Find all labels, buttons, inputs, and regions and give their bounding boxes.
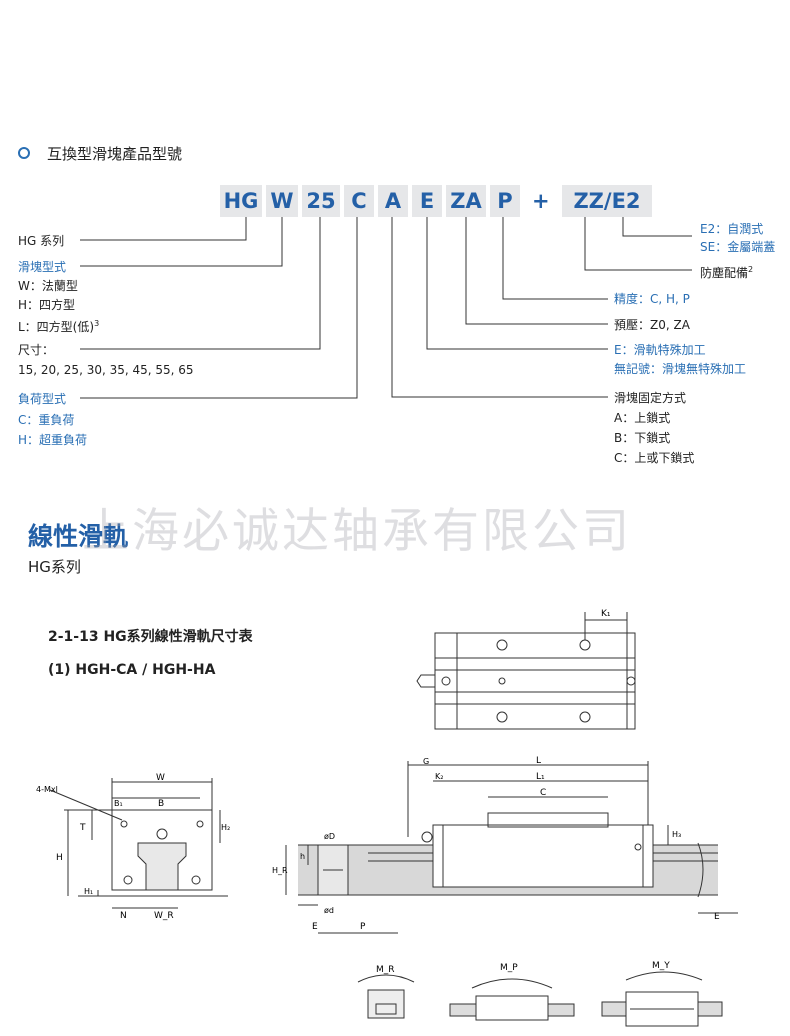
moment-mr: M_R [376,965,395,975]
label-block-type: 滑塊型式 [18,260,67,274]
label-load-c: C：重負荷 [18,413,75,427]
code-zz-e2: ZZ/E2 [562,185,652,217]
dim-hr: H_R [272,866,288,875]
label-mount-a: A：上鎖式 [614,411,671,425]
label-load-title: 負荷型式 [18,392,67,406]
label-dust-sup: 2 [748,265,754,274]
label-dust-text: 防塵配備 [700,266,749,280]
section-subtitle: HG系列 [28,558,81,576]
label-size-values: 15, 20, 25, 30, 35, 45, 55, 65 [18,363,194,377]
label-se: SE：金屬端蓋 [700,240,776,254]
dim-h1: H₁ [84,887,93,896]
dim-h-small: h [300,852,305,861]
dim-phid-small: ød [324,906,334,915]
dim-phid-big: øD [324,832,335,841]
code-c: C [344,185,374,217]
label-e2: E2：自潤式 [700,222,764,236]
dim-k2: K₂ [435,772,443,781]
code-e: E [412,185,442,217]
label-dust: 防塵配備2 [700,263,753,280]
label-precision: 精度：C, H, P [614,292,690,306]
dim-b1: B₁ [114,799,123,808]
side-view-drawing: G L K₂ L₁ C H₃ øD h H_R ød E P E [272,756,738,934]
label-preload: 預壓：Z0, ZA [614,318,690,332]
dim-k1: K₁ [601,609,611,619]
label-block-l: L：四方型(低)3 [18,317,99,334]
leader-lines [80,217,692,399]
dim-w: W [156,773,165,783]
code-plus: + [532,189,550,213]
top-view-drawing: K₁ [416,609,636,730]
dim-h: H [56,853,63,863]
watermark: 上海必诚达轴承有限公司 [82,504,632,559]
dim-e: E [312,922,318,932]
label-block-h: H：四方型 [18,298,76,312]
label-rail-e: E：滑軌特殊加工 [614,343,706,357]
label-mount-title: 滑塊固定方式 [614,391,687,405]
dim-wr: W_R [154,911,174,921]
dim-p: P [360,922,366,932]
label-mount-b: B：下鎖式 [614,431,671,445]
table-title: 2-1-13 HG系列線性滑軌尺寸表 [48,629,253,645]
dim-l: L [536,756,541,766]
bullet-icon [18,147,30,159]
code-hg: HG [220,185,262,217]
dim-l1: L₁ [536,772,545,782]
dim-h2: H₂ [221,823,230,832]
label-mount-c: C：上或下鎖式 [614,451,695,465]
front-view-drawing: 4-Mxl W B₁ B T H₂ H H₁ N W_R [36,773,230,921]
section-title: 線性滑軌 [28,522,129,551]
code-a: A [378,185,408,217]
label-load-h: H：超重負荷 [18,433,88,447]
table-subitem: (1) HGH-CA / HGH-HA [48,662,216,678]
label-block-l-text: L：四方型(低) [18,320,95,334]
code-za: ZA [446,185,486,217]
label-series: HG 系列 [18,234,65,248]
code-p: P [490,185,520,217]
moment-my: M_Y [652,961,670,971]
label-block-w: W：法蘭型 [18,279,78,293]
dim-mxl: 4-Mxl [36,785,58,794]
label-size-title: 尺寸： [18,343,55,357]
dim-e-right: E [714,912,720,922]
code-w: W [266,185,298,217]
dim-h3: H₃ [672,830,681,839]
moment-diagrams: M_R M_P M_Y [357,961,723,1027]
dim-g: G [423,757,429,766]
dim-t: T [79,823,86,833]
model-code-heading: 互換型滑塊產品型號 [47,145,183,163]
dim-c: C [540,788,546,798]
code-25: 25 [302,185,340,217]
label-rail-none: 無記號：滑塊無特殊加工 [614,362,747,376]
dim-n: N [120,911,127,921]
moment-mp: M_P [500,963,518,973]
dim-b: B [158,799,164,809]
label-block-l-sup: 3 [94,319,100,328]
